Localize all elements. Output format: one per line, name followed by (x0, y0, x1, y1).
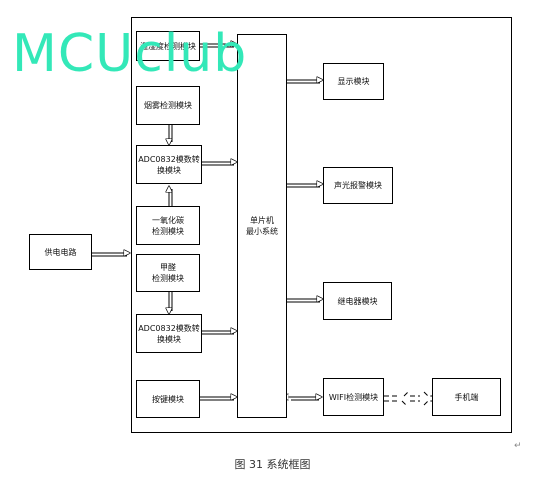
formaldehyde-detection-module: 甲醛 检测模块 (136, 254, 200, 292)
figure-caption: 图 31 系统框图 (234, 458, 311, 471)
key-module: 按键模块 (136, 380, 200, 418)
smoke-detection-module: 烟雾检测模块 (136, 86, 200, 125)
adc0832-module-2: ADC0832模数转 换模块 (136, 314, 202, 353)
temperature-humidity-module: 温湿度检测模块 (136, 31, 200, 61)
mobile-phone-terminal: 手机端 (432, 378, 501, 416)
wireless-link (384, 391, 432, 397)
wifi-detection-module: WIFI检测模块 (323, 378, 384, 416)
co-detection-module: 一氧化碳 检测模块 (136, 206, 200, 245)
adc0832-module-1: ADC0832模数转 换模块 (136, 145, 202, 184)
mcu-minimum-system: 单片机 最小系统 (237, 34, 287, 418)
power-supply-circuit: 供电电路 (29, 234, 92, 270)
system-frame (131, 17, 512, 433)
audio-visual-alarm-module: 声光报警模块 (323, 167, 393, 204)
display-module: 显示模块 (323, 63, 384, 100)
relay-module: 继电器模块 (323, 282, 392, 320)
mcuclub-watermark: MCUclub (12, 24, 248, 84)
paragraph-mark: ↵ (514, 441, 522, 451)
